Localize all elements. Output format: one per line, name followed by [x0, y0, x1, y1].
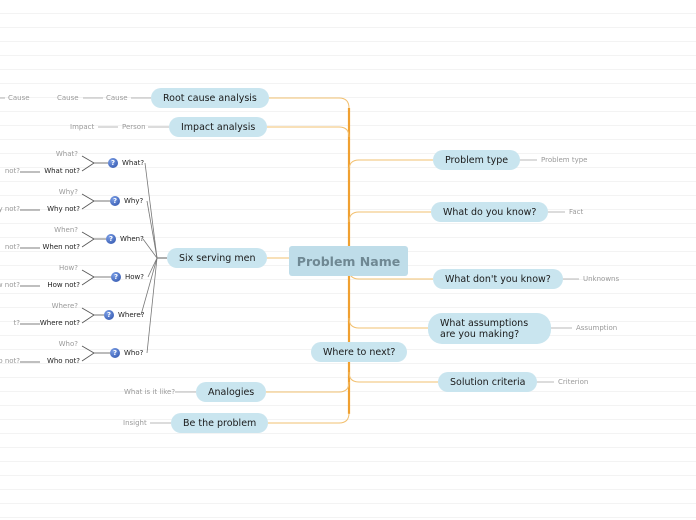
question-icon: ? — [110, 348, 120, 358]
ssm-fork-bottom-5 — [81, 352, 95, 362]
ssm-sub-top-1[interactable]: Why? — [58, 188, 78, 196]
topic-solution-criteria[interactable]: Solution criteria — [438, 372, 538, 392]
ssm-fork-bottom-3 — [81, 276, 95, 286]
question-icon: ? — [108, 158, 118, 168]
branch-impact — [263, 126, 350, 138]
ssm-outer-5[interactable]: o not? — [0, 357, 20, 365]
ssm-sub-bottom-0[interactable]: What not? — [44, 167, 80, 175]
branch-right-0 — [348, 159, 433, 171]
ssm-sub-top-0[interactable]: What? — [55, 150, 78, 158]
ssm-fork-top-3 — [81, 269, 95, 278]
ssm-item-3[interactable]: How? — [125, 273, 144, 281]
topic-root-cause-analysis[interactable]: Root cause analysis — [151, 88, 269, 108]
leaf-assumption[interactable]: Assumption — [576, 324, 618, 332]
ssm-item-0[interactable]: What? — [122, 159, 145, 167]
leaf-cause-1[interactable]: Cause — [106, 94, 128, 102]
ssm-item-1[interactable]: Why? — [124, 197, 144, 205]
topic-six-serving-men[interactable]: Six serving men — [167, 248, 268, 268]
topic-impact-analysis[interactable]: Impact analysis — [169, 117, 268, 137]
ssm-outer-4[interactable]: t? — [13, 319, 20, 327]
topic-be-the-problem[interactable]: Be the problem — [171, 413, 269, 433]
ssm-outer-1[interactable]: y not? — [0, 205, 20, 213]
ssm-sub-bottom-5[interactable]: Who not? — [46, 357, 80, 365]
ssm-sub-bottom-1[interactable]: Why not? — [47, 205, 80, 213]
branch-root-cause — [263, 97, 350, 109]
leaf-what-is-it-like[interactable]: What is it like? — [124, 388, 176, 396]
branch-right-3 — [348, 317, 428, 329]
central-topic[interactable]: Problem Name — [289, 246, 408, 276]
branch-right-4 — [348, 371, 438, 383]
topic-what-dont-you-know[interactable]: What don't you know? — [433, 269, 563, 289]
leaf-insight[interactable]: Insight — [123, 419, 147, 427]
branch-right-1 — [348, 211, 431, 223]
ssm-fork-top-2 — [81, 231, 95, 240]
ssm-fork-top-0 — [81, 155, 95, 164]
ssm-item-2[interactable]: When? — [120, 235, 144, 243]
topic-problem-type[interactable]: Problem type — [433, 150, 521, 170]
topic-what-assumptions[interactable]: What assumptions are you making? — [428, 313, 551, 344]
ssm-sub-bottom-4[interactable]: Where not? — [39, 319, 80, 327]
ssm-outer-0[interactable]: not? — [4, 167, 20, 175]
ssm-sub-bottom-2[interactable]: When not? — [42, 243, 80, 251]
leaf-unknowns[interactable]: Unknowns — [583, 275, 620, 283]
branch-analogies — [263, 381, 350, 393]
leaf-problem-type[interactable]: Problem type — [541, 156, 588, 164]
leaf-person[interactable]: Person — [122, 123, 146, 131]
ssm-item-4[interactable]: Where? — [118, 311, 145, 319]
ssm-fork-bottom-0 — [81, 162, 95, 172]
ssm-fan-1 — [146, 200, 158, 259]
topic-where-to-next[interactable]: Where to next? — [311, 342, 408, 362]
ssm-fan-4 — [140, 257, 158, 316]
leaf-impact[interactable]: Impact — [70, 123, 95, 131]
ssm-outer-2[interactable]: not? — [4, 243, 20, 251]
question-icon: ? — [111, 272, 121, 282]
topic-analogies[interactable]: Analogies — [196, 382, 267, 402]
ssm-fan-2 — [142, 238, 158, 259]
question-icon: ? — [110, 196, 120, 206]
ssm-outer-3[interactable]: w not? — [0, 281, 20, 289]
leaf-criterion[interactable]: Criterion — [558, 378, 589, 386]
ssm-sub-top-5[interactable]: Who? — [58, 340, 78, 348]
question-icon: ? — [106, 234, 116, 244]
topic-what-do-you-know[interactable]: What do you know? — [431, 202, 549, 222]
ssm-sub-top-3[interactable]: How? — [59, 264, 78, 272]
ssm-sub-top-4[interactable]: Where? — [51, 302, 78, 310]
leaf-fact[interactable]: Fact — [569, 208, 584, 216]
ssm-sub-bottom-3[interactable]: How not? — [47, 281, 80, 289]
ssm-fork-bottom-2 — [81, 238, 95, 248]
ssm-sub-top-2[interactable]: When? — [54, 226, 78, 234]
ssm-fan-0 — [144, 162, 158, 259]
leaf-cause-2[interactable]: Cause — [57, 94, 79, 102]
leaf-cause-3[interactable]: Cause — [8, 94, 30, 102]
ssm-fork-bottom-1 — [81, 200, 95, 210]
ssm-fan-5 — [146, 257, 158, 354]
question-icon: ? — [104, 310, 114, 320]
ssm-fan-3 — [147, 257, 158, 278]
ssm-fork-top-4 — [81, 307, 95, 316]
branch-be-problem — [263, 412, 350, 424]
ssm-item-5[interactable]: Who? — [124, 349, 144, 357]
ssm-fork-top-5 — [81, 345, 95, 354]
ssm-fork-top-1 — [81, 193, 95, 202]
ssm-fork-bottom-4 — [81, 314, 95, 324]
